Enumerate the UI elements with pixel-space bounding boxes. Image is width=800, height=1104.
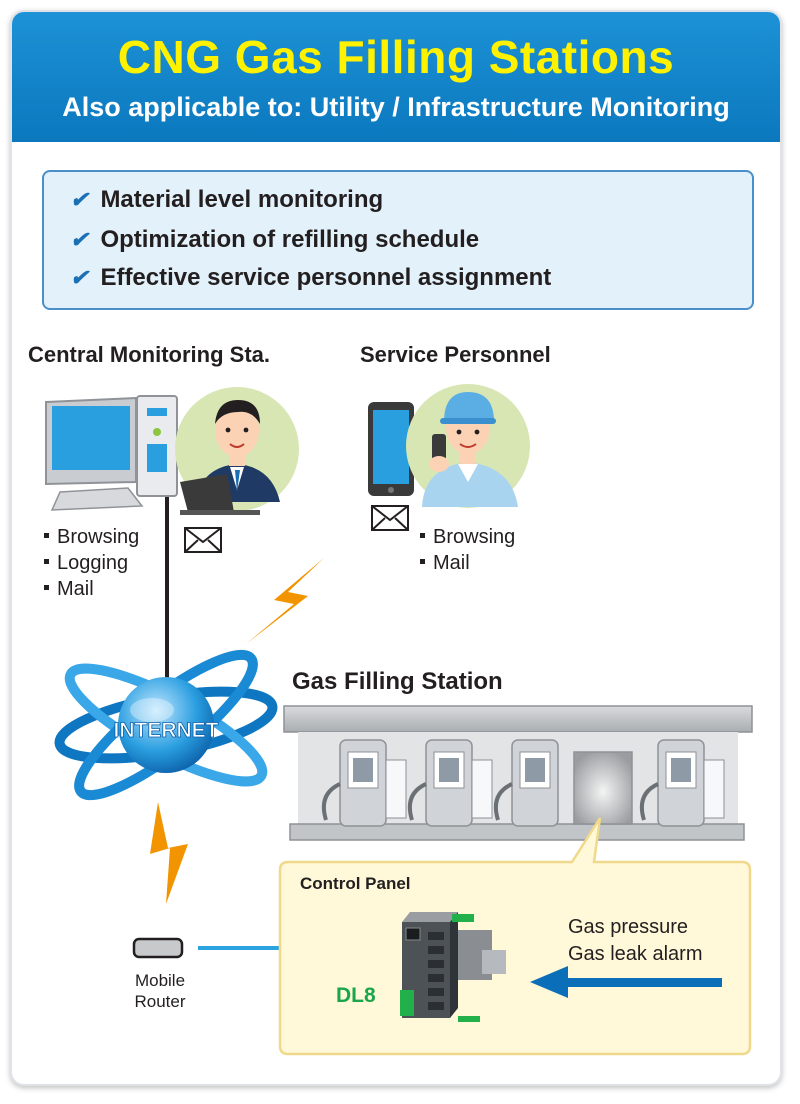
service-personnel-title: Service Personnel	[360, 342, 551, 367]
list-item: Logging	[42, 550, 139, 576]
mail-icon	[371, 505, 409, 531]
page-title: CNG Gas Filling Stations	[117, 31, 675, 83]
gas-dispenser-icon	[321, 739, 407, 827]
control-cabinet-icon	[573, 751, 633, 825]
input-label: Gas pressure	[568, 916, 689, 938]
input-label: Gas leak alarm	[568, 943, 703, 965]
device-label: DL8	[336, 984, 376, 1007]
service-avatar	[406, 384, 530, 508]
lightning-icon	[150, 802, 188, 904]
dl8-device-icon	[400, 912, 506, 1022]
list-item: Mail	[42, 576, 139, 602]
service-feature-list: Browsing Mail	[418, 524, 515, 576]
benefit-item: ✔Material level monitoring	[70, 186, 384, 213]
list-item: Browsing	[42, 524, 139, 550]
operator-avatar	[175, 387, 299, 515]
list-item: Browsing	[418, 524, 515, 550]
central-station-title: Central Monitoring Sta.	[28, 342, 270, 367]
control-panel-box	[278, 817, 752, 1056]
internet-label: INTERNET	[114, 719, 219, 742]
central-feature-list: Browsing Logging Mail	[42, 524, 139, 602]
gas-dispenser-icon	[639, 739, 725, 827]
check-icon: ✔	[70, 265, 89, 290]
benefit-item: ✔Optimization of refilling schedule	[70, 226, 480, 253]
lightning-icon	[246, 558, 324, 644]
network-diagram: INTERNET	[45, 384, 753, 1056]
internet-globe-icon	[54, 649, 278, 801]
benefit-item: ✔Effective service personnel assignment	[70, 264, 552, 291]
check-icon: ✔	[70, 227, 89, 252]
control-panel-title: Control Panel	[300, 874, 411, 893]
signal-input-list: Gas pressure Gas leak alarm	[568, 914, 703, 968]
router-label: Mobile Router	[134, 971, 186, 1011]
gas-dispenser-icon	[407, 739, 493, 827]
benefits-box: ✔Material level monitoring ✔Optimization…	[42, 170, 754, 310]
check-icon: ✔	[70, 187, 89, 212]
smartphone-icon	[368, 402, 414, 496]
input-arrow	[530, 966, 722, 998]
gas-dispenser-icon	[493, 739, 559, 827]
infographic-card: CNG Gas Filling Stations Also applicable…	[10, 10, 782, 1086]
gas-station-title: Gas Filling Station	[292, 668, 503, 695]
list-item: Mail	[418, 550, 515, 576]
computer-icon	[45, 395, 178, 511]
header-banner: CNG Gas Filling Stations Also applicable…	[12, 12, 780, 142]
page-subtitle: Also applicable to: Utility / Infrastruc…	[62, 92, 730, 122]
mail-icon	[184, 527, 222, 553]
router-icon	[132, 937, 184, 959]
